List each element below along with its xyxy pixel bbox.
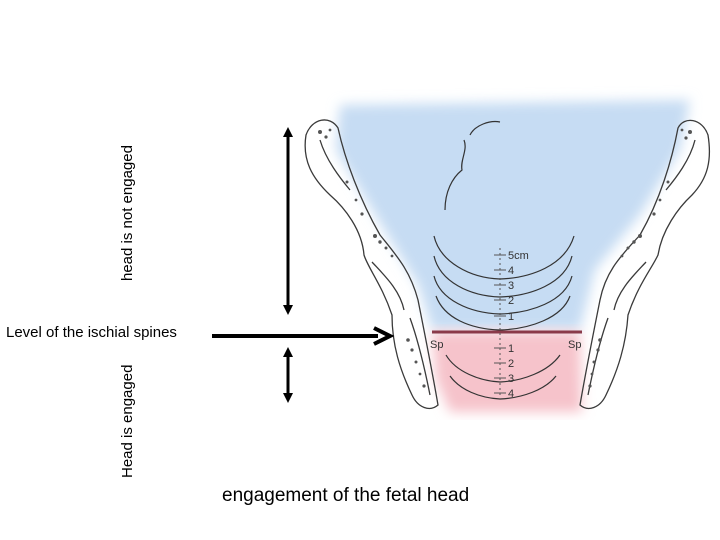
station-label-below-1: 1 (508, 343, 514, 355)
fetal-head-outline (444, 120, 501, 211)
caption: engagement of the fetal head (222, 485, 470, 506)
station-label-below-4: 4 (508, 388, 514, 400)
right-bone-stipple (588, 128, 692, 388)
station-label-above-2: 2 (508, 295, 514, 307)
station-label-above-5: 5cm (508, 250, 529, 262)
spine-mark-right: Sp (568, 339, 581, 351)
left-pelvic-bone (304, 119, 439, 409)
spine-level-arrowhead (373, 326, 395, 346)
station-label-above-1: 1 (508, 311, 514, 323)
station-label-below-3: 3 (508, 373, 514, 385)
engaged-label: Head is engaged (119, 364, 136, 478)
station-label-below-2: 2 (508, 358, 514, 370)
spine-mark-left: Sp (430, 339, 443, 351)
engaged-zone (432, 332, 582, 412)
station-label-above-4: 4 (508, 265, 514, 277)
right-pelvic-bone (579, 119, 711, 409)
left-bone-stipple (318, 128, 426, 388)
ischial-spines-label: Level of the ischial spines (6, 324, 177, 341)
station-label-above-3: 3 (508, 280, 514, 292)
station-scale: 5cm 4 3 2 1 1 2 3 4 (494, 248, 529, 400)
not-engaged-label: head is not engaged (119, 145, 136, 281)
not-engaged-zone (336, 100, 690, 330)
